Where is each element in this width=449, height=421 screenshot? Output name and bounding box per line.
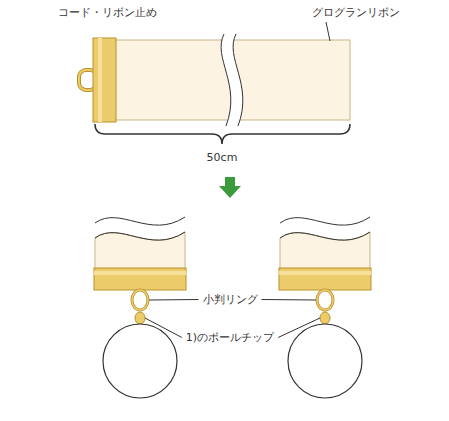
break-line: [221, 34, 231, 126]
ribbon-clasp: [94, 268, 186, 290]
part-label: 1)のボールチップ: [186, 331, 274, 344]
clasp-shine: [94, 271, 186, 275]
clasp-shine: [279, 271, 371, 275]
part-label: 小判リング: [203, 293, 258, 306]
part-label: コード・リボン止め: [58, 6, 157, 19]
leader-line: [145, 318, 182, 338]
break-line: [233, 34, 243, 126]
leader-line: [149, 299, 199, 301]
break-line: [280, 232, 370, 240]
break-gap: [221, 34, 243, 126]
oval-ring: [132, 290, 148, 310]
leader-line: [278, 318, 320, 338]
dimension-label: 50cm: [207, 151, 238, 164]
leader-line: [326, 22, 330, 41]
ribbon-piece: [95, 232, 185, 270]
break-line: [95, 232, 185, 240]
ball: [103, 324, 177, 398]
ribbon-clasp: [279, 268, 371, 290]
leader-line: [262, 299, 317, 301]
oval-ring: [317, 290, 333, 310]
down-arrow: [219, 177, 241, 198]
dimension-brace: [95, 124, 350, 144]
clasp-shine: [98, 38, 102, 122]
finished-end: [279, 217, 371, 398]
finished-end: [94, 217, 186, 398]
ball: [288, 324, 362, 398]
oval-ring: [132, 290, 148, 310]
ribbon-piece: [280, 232, 370, 270]
oval-ring: [317, 290, 333, 310]
ribbon-clasp: [93, 38, 116, 122]
break-line: [95, 217, 185, 225]
part-label: グログランリボン: [312, 6, 400, 19]
break-line: [280, 217, 370, 225]
ball-tip: [320, 312, 330, 324]
ball-tip: [135, 312, 145, 324]
